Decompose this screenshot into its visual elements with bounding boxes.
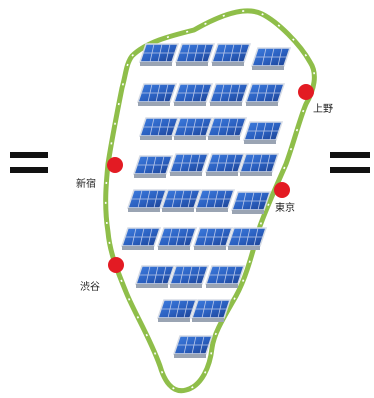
solar-panel-icon <box>231 191 271 215</box>
left-equals-icon <box>10 152 48 173</box>
solar-panel-icon <box>169 153 209 177</box>
station-marker-shibuya <box>108 257 124 273</box>
solar-panel-icon <box>227 227 267 251</box>
solar-panel-icon <box>139 117 179 141</box>
solar-panel-icon <box>173 83 213 107</box>
solar-panel-icon <box>121 227 161 251</box>
solar-panel-icon <box>127 189 167 213</box>
solar-panel-icon <box>239 153 279 177</box>
solar-panel-icon <box>137 83 177 107</box>
solar-panel-icon <box>205 265 245 289</box>
solar-panel-icon <box>133 155 173 179</box>
solar-panel-icon <box>191 299 231 323</box>
solar-panel-icon <box>205 153 245 177</box>
solar-panel-icon <box>251 47 291 71</box>
solar-panel-icon <box>161 189 201 213</box>
station-label-tokyo: 東京 <box>275 201 295 214</box>
solar-panel-icon <box>245 83 285 107</box>
solar-panel-icon <box>139 43 179 67</box>
solar-panel-icon <box>175 43 215 67</box>
solar-panel-icon <box>169 265 209 289</box>
solar-panel-icon <box>207 117 247 141</box>
station-label-shinjuku: 新宿 <box>76 177 96 190</box>
station-marker-tokyo <box>274 182 290 198</box>
solar-panel-icon <box>209 83 249 107</box>
station-label-shibuya: 渋谷 <box>80 280 100 293</box>
solar-panel-icon <box>193 227 233 251</box>
solar-panel-icon <box>195 189 235 213</box>
solar-panel-icon <box>211 43 251 67</box>
station-marker-shinjuku <box>107 157 123 173</box>
station-label-ueno: 上野 <box>313 103 333 115</box>
solar-panel-icon <box>135 265 175 289</box>
solar-panel-grid <box>121 43 291 359</box>
solar-panel-icon <box>157 299 197 323</box>
solar-panel-icon <box>173 117 213 141</box>
solar-panel-icon <box>157 227 197 251</box>
solar-panel-icon <box>173 335 213 359</box>
solar-panel-icon <box>243 121 283 145</box>
right-equals-icon <box>330 152 370 173</box>
station-marker-ueno <box>298 84 314 100</box>
